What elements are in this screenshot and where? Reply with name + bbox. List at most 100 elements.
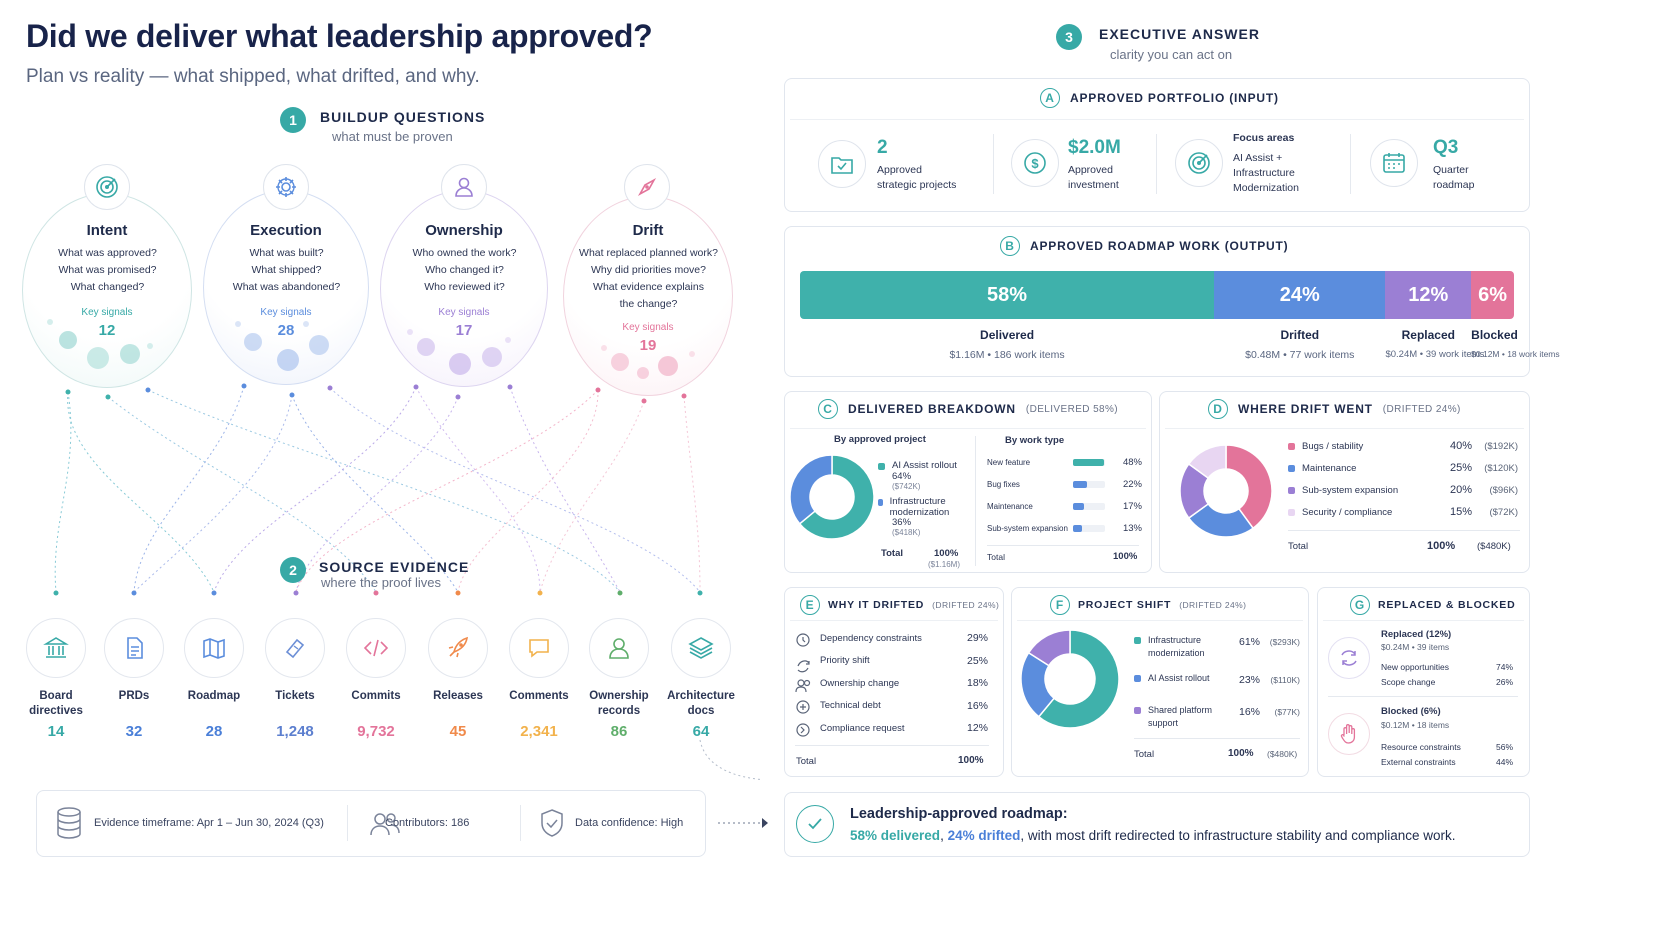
- why-pct: 12%: [966, 722, 988, 734]
- type-row: New feature 48%: [987, 457, 1142, 468]
- drift-pct: 20%: [1449, 484, 1472, 496]
- connection-dots: [53, 383, 703, 596]
- document-icon[interactable]: [104, 618, 164, 678]
- delivered-title: DELIVERED BREAKDOWN: [848, 402, 1016, 416]
- calendar-icon: [1370, 139, 1418, 187]
- intent-questions: What was approved?What was promised?What…: [58, 247, 157, 293]
- shift-amount: ($77K): [1274, 707, 1300, 717]
- why-pct: 18%: [966, 677, 988, 689]
- divider: [987, 545, 1139, 546]
- ownership-signals-count: 17: [455, 322, 473, 339]
- shift-donut: [1021, 630, 1119, 728]
- divider: [1156, 134, 1157, 194]
- drift-total-pct: 100%: [1427, 540, 1456, 552]
- type-name: New feature: [987, 458, 1031, 467]
- type-bar-track: [1073, 481, 1105, 488]
- person-icon: [441, 164, 487, 210]
- divider: [1323, 620, 1524, 621]
- evidence-title: SOURCE EVIDENCE: [319, 559, 470, 575]
- type-row: Bug fixes 22%: [987, 479, 1142, 490]
- drift-row: Sub-system expansion 20% ($96K): [1288, 484, 1518, 496]
- user-icon[interactable]: [589, 618, 649, 678]
- delivered-header: C DELIVERED BREAKDOWN (DELIVERED 58%): [818, 399, 1118, 419]
- divider: [1350, 134, 1351, 194]
- source-count-ownership: 86: [610, 723, 628, 740]
- drift-amount: ($96K): [1489, 484, 1518, 496]
- compass-icon: [624, 164, 670, 210]
- page-subtitle: Plan vs reality — what shipped, what dri…: [26, 66, 480, 87]
- card-letter-c: C: [818, 399, 838, 419]
- source-label-prds: PRDs: [118, 690, 150, 702]
- arrow-right-icon: [718, 815, 770, 836]
- card-letter-b: B: [1000, 236, 1020, 256]
- buildup-title: BUILDUP QUESTIONS: [320, 109, 486, 125]
- roadmap-label-replaced: Replaced: [1401, 328, 1455, 342]
- dollar-icon: $: [1011, 139, 1059, 187]
- why-name: Ownership change: [820, 677, 900, 689]
- check-circle-icon: [796, 805, 834, 843]
- type-bar-fill: [1073, 459, 1104, 466]
- shift-pct: 23%: [1238, 674, 1260, 686]
- type-bar-track: [1073, 525, 1105, 532]
- divider: [790, 428, 1146, 429]
- answer-heading: Leadership-approved roadmap:: [850, 806, 1068, 822]
- chat-icon[interactable]: [509, 618, 569, 678]
- ticket-icon[interactable]: [265, 618, 325, 678]
- roadmap-title: APPROVED ROADMAP WORK (OUTPUT): [1030, 239, 1289, 253]
- drift-pct: 15%: [1449, 506, 1472, 518]
- execution-signals-count: 28: [277, 322, 295, 339]
- bank-icon[interactable]: [26, 618, 86, 678]
- signal-blobs: [47, 319, 695, 379]
- why-name: Technical debt: [820, 700, 881, 711]
- delivered-paren: (DELIVERED 58%): [1025, 403, 1119, 415]
- drift-slice-0: [1225, 445, 1272, 530]
- type-name: Bug fixes: [987, 480, 1020, 489]
- source-label-comments: Comments: [509, 690, 569, 702]
- code-icon[interactable]: [346, 618, 406, 678]
- map-icon[interactable]: [184, 618, 244, 678]
- drift-total-label: Total: [1288, 541, 1309, 552]
- type-bar-track: [1073, 503, 1105, 510]
- drift-paren: (DRIFTED 24%): [1382, 403, 1461, 415]
- layers-icon[interactable]: [671, 618, 731, 678]
- ownership-questions: Who owned the work?Who changed it?Who re…: [412, 247, 517, 293]
- delivered-project-donut: [790, 455, 874, 539]
- drift-total-amount: ($480K): [1477, 541, 1511, 552]
- divider: [975, 436, 976, 566]
- type-pct: 48%: [1122, 457, 1142, 468]
- roadmap-sub-blocked: $0.12M • 18 work items: [1471, 349, 1560, 359]
- page-title: Did we deliver what leadership approved?: [26, 18, 653, 54]
- type-pct: 22%: [1122, 479, 1142, 490]
- roadmap-stacked-bar: 58%24%12%6%: [800, 271, 1514, 319]
- answer-drifted: 24% drifted: [947, 828, 1021, 843]
- drift-name: Sub-system expansion: [1302, 484, 1399, 496]
- why-name: Priority shift: [820, 655, 870, 666]
- blocked-title: Blocked (6%): [1381, 706, 1441, 717]
- replaced-title-line: Replaced (12%): [1381, 629, 1452, 640]
- source-count-commits: 9,732: [357, 723, 395, 740]
- divider: [1017, 620, 1303, 621]
- folder-check-icon: [818, 140, 866, 188]
- why-total-pct: 100%: [958, 755, 984, 766]
- card-letter-e: E: [800, 595, 820, 615]
- type-total-pct: 100%: [1113, 551, 1138, 562]
- roadmap-segment-blocked: 6%: [1471, 271, 1514, 319]
- database-icon: [55, 806, 83, 845]
- why-pct: 29%: [966, 632, 988, 644]
- source-count-comments: 2,341: [520, 723, 558, 740]
- rocket-icon[interactable]: [428, 618, 488, 678]
- why-total-label: Total: [796, 756, 817, 767]
- roadmap-segment-drifted: 24%: [1214, 271, 1386, 319]
- roadmap-sub-drifted: $0.48M • 77 work items: [1245, 349, 1355, 361]
- type-bar-fill: [1073, 481, 1088, 488]
